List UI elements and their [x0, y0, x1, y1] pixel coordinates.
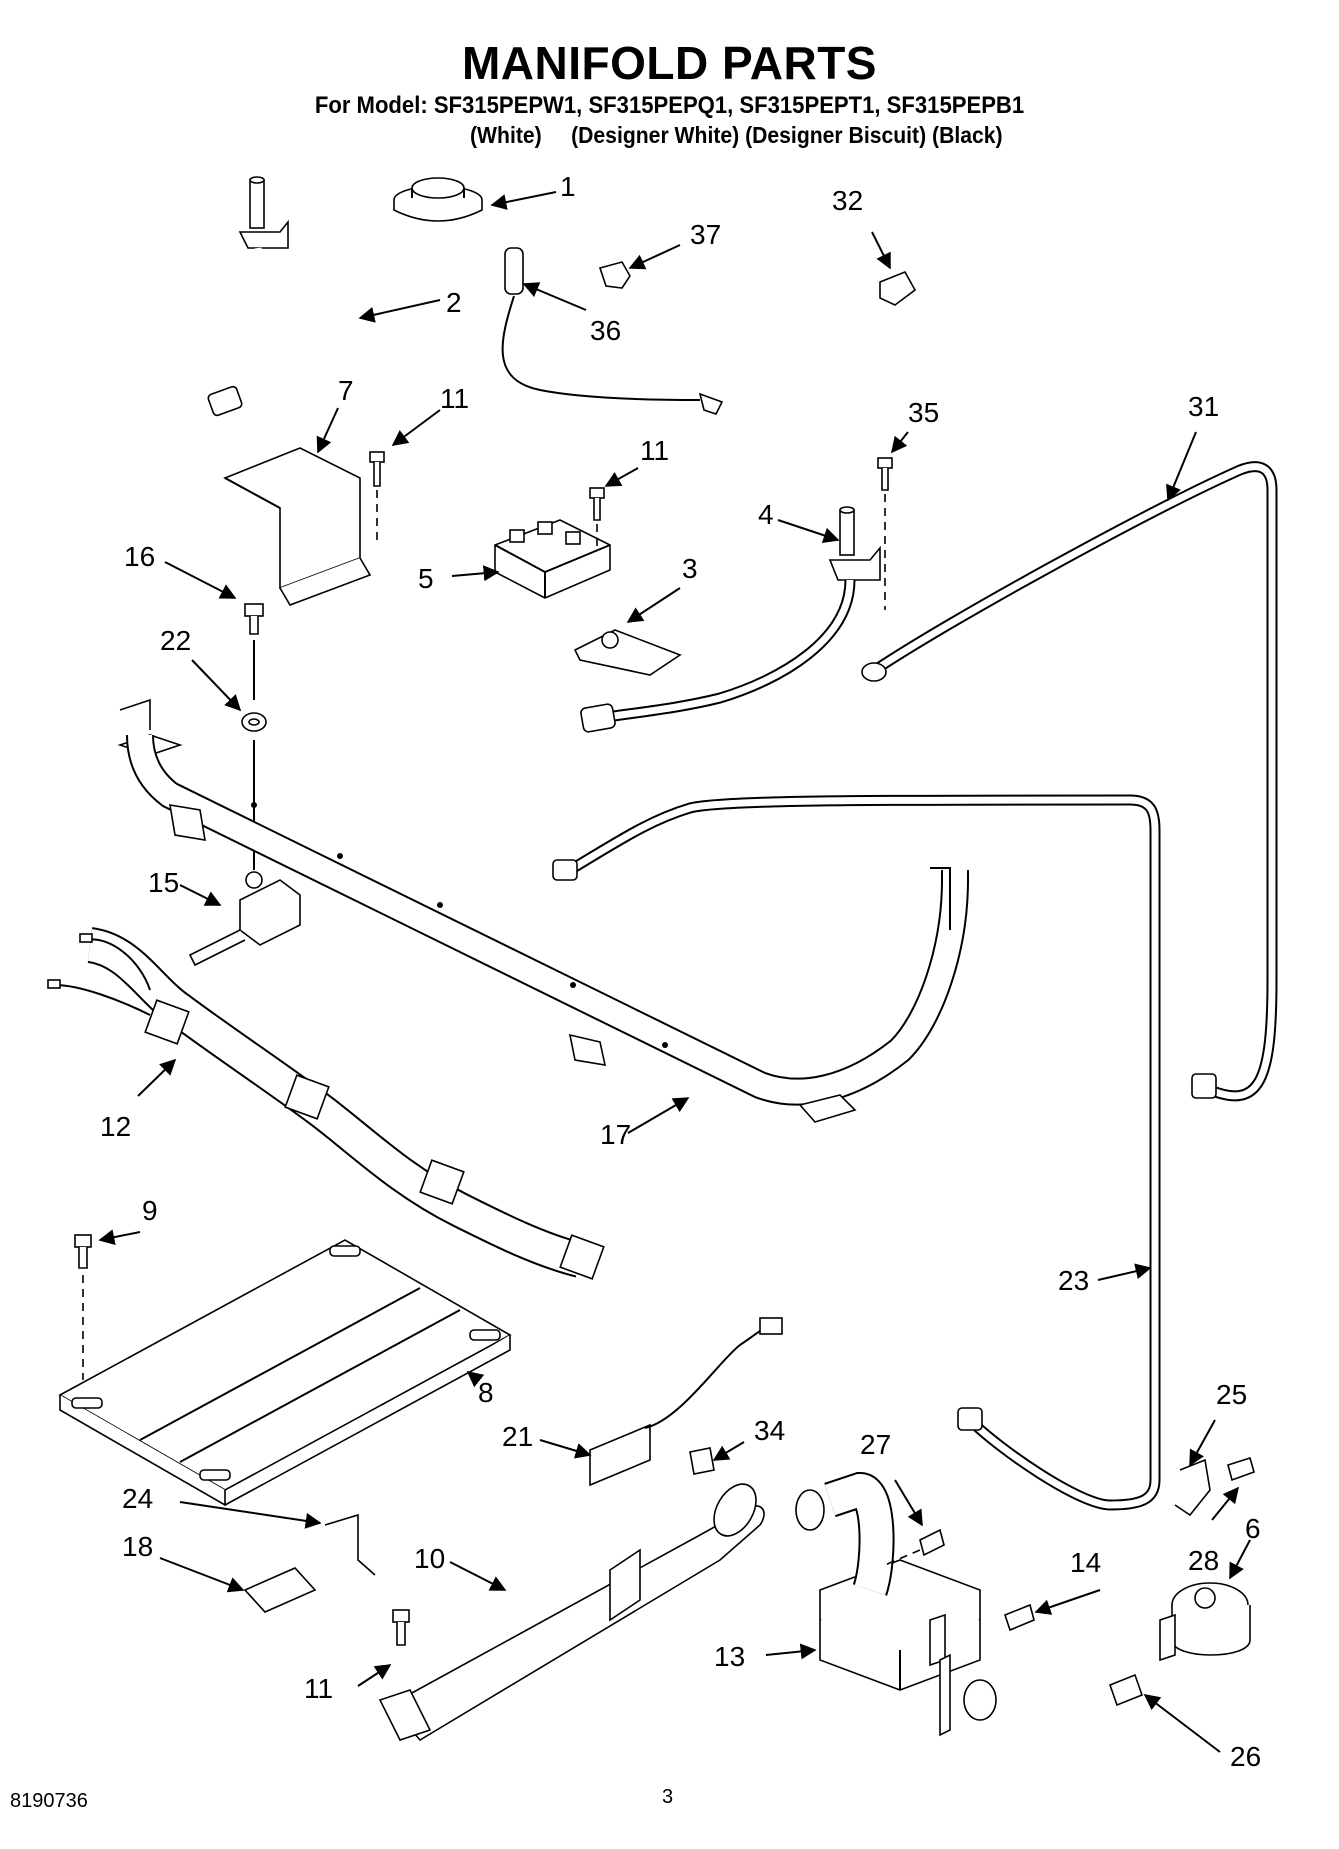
callout-14: 14: [1070, 1547, 1101, 1578]
part-37-grommet: [598, 261, 631, 289]
callout-22: 22: [160, 625, 191, 656]
part-27-screw: [884, 1528, 945, 1566]
part-17-manifold: [117, 698, 969, 1123]
part-21-spark-module: [589, 1317, 783, 1487]
callout-31: 31: [1188, 391, 1219, 422]
callout-5: 5: [418, 563, 434, 594]
part-4-orifice-tube: [580, 506, 881, 733]
part-35-screw: [877, 457, 893, 610]
callout-16: 16: [124, 541, 155, 572]
part-24-bracket: [324, 1513, 376, 1576]
callout-1: 1: [560, 171, 576, 202]
callout-12: 12: [100, 1111, 131, 1142]
part-28-screw: [1227, 1456, 1255, 1482]
callout-37: 37: [690, 219, 721, 250]
callout-24: 24: [122, 1483, 153, 1514]
callout-23: 23: [1058, 1265, 1089, 1296]
callout-7: 7: [338, 375, 354, 406]
part-34-screw: [689, 1447, 715, 1475]
page-number: 3: [662, 1786, 674, 1808]
callout-25: 25: [1216, 1379, 1247, 1410]
callout-2: 2: [446, 287, 462, 318]
callout-13: 13: [714, 1641, 745, 1672]
part-14-screw: [1004, 1603, 1035, 1632]
callout-6: 6: [1245, 1513, 1261, 1544]
callout-labels: 1 2 3 4 5 6 7 8 9 10 11 11 11 12 13 14 1…: [100, 171, 1261, 1772]
callout-17: 17: [600, 1119, 631, 1150]
part-36-electrode-wire: [501, 247, 724, 415]
part-6-pressure-regulator: [1159, 1582, 1251, 1662]
callout-27: 27: [860, 1429, 891, 1460]
callout-32: 32: [832, 185, 863, 216]
part-7-bracket: [223, 447, 372, 606]
part-11-screw-c: [392, 1609, 410, 1646]
part-18-clip: [243, 1567, 317, 1613]
callout-9: 9: [142, 1195, 158, 1226]
callout-3: 3: [682, 553, 698, 584]
model-list: For Model: SF315PEPW1, SF315PEPQ1, SF315…: [314, 92, 1025, 119]
part-31-gas-tube: [861, 461, 1278, 1102]
page-title: MANIFOLD PARTS: [461, 37, 877, 89]
callout-11c: 11: [304, 1673, 333, 1704]
part-16-screw: [244, 603, 264, 700]
callout-11a: 11: [440, 383, 469, 414]
part-2-orifice-tube: [207, 176, 361, 417]
callout-26: 26: [1230, 1741, 1261, 1772]
part-23-gas-tube: [552, 794, 1161, 1511]
document-number: 8190736: [10, 1790, 88, 1812]
callout-11b: 11: [640, 435, 669, 466]
part-12-burner-strip: [47, 927, 605, 1280]
callout-21: 21: [502, 1421, 533, 1452]
part-8-heat-shield: [58, 1239, 512, 1507]
part-11-screw-a: [369, 451, 385, 540]
part-25-bracket: [1174, 1458, 1211, 1517]
part-3-bracket: [573, 629, 682, 676]
part-1-burner-cap: [393, 177, 483, 222]
color-variants: (White) (Designer White) (Designer Biscu…: [470, 122, 1003, 148]
part-9-screw: [74, 1234, 92, 1380]
part-32-orifice-fitting: [879, 270, 917, 306]
part-10-oven-burner: [378, 1483, 765, 1742]
part-11-screw-b: [589, 487, 605, 550]
leader-arrows: [98, 191, 1251, 1753]
part-5-ignition-switch: [494, 519, 611, 599]
callout-35: 35: [908, 397, 939, 428]
part-26-fitting: [1108, 1673, 1144, 1707]
callout-18: 18: [122, 1531, 153, 1562]
callout-8: 8: [478, 1377, 494, 1408]
part-15-valve: [188, 871, 301, 967]
callout-34: 34: [754, 1415, 785, 1446]
part-13-oven-valve: [795, 1471, 997, 1737]
callout-28: 28: [1188, 1545, 1219, 1576]
callout-10: 10: [414, 1543, 445, 1574]
callout-15: 15: [148, 867, 179, 898]
callout-4: 4: [758, 499, 774, 530]
callout-36: 36: [590, 315, 621, 346]
